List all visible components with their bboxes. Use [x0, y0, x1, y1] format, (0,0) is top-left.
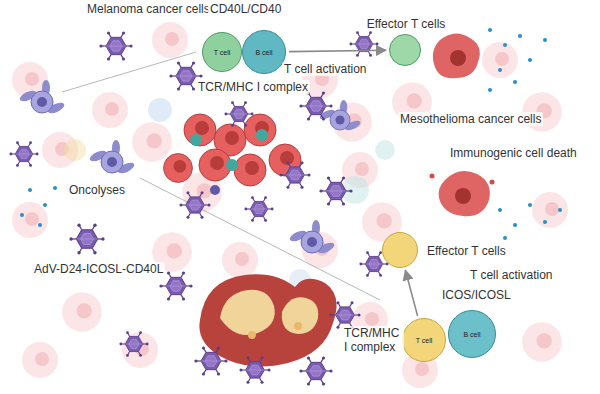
figure-label: TCR/MHC I complex: [196, 80, 310, 94]
figure-label: CD40L/CD40: [208, 2, 283, 16]
cell-name: T cell: [416, 337, 433, 344]
cell-name: T cell: [214, 49, 231, 56]
cell-heading: Effector T cells: [425, 244, 508, 258]
cell-name: B cell: [255, 49, 272, 56]
activation-arrow: [289, 50, 386, 51]
figure-label: T cell activation: [468, 268, 554, 282]
figure-label: Immunogenic cell death: [448, 146, 579, 160]
figure-label: Mesothelioma cancer cells: [398, 112, 543, 126]
figure-label: AdV-D24-ICOSL-CD40L: [32, 262, 165, 276]
cell-circle: Effector T cells: [382, 232, 418, 268]
figure-label: TCR/MHC I complex: [342, 326, 404, 355]
figure-label: T cell activation: [282, 62, 368, 76]
cell-heading: Effector T cells: [365, 17, 448, 31]
figure-label: Melanoma cancer cells: [85, 2, 212, 16]
cell-circle: Effector T cells: [389, 34, 421, 66]
figure-label: ICOS/ICOSL: [440, 288, 513, 302]
cell-circle: B cell: [242, 30, 286, 74]
figure-label: Oncolyses: [67, 183, 127, 197]
cell-circle: T cell: [402, 318, 446, 362]
cell-circle: B cell: [448, 310, 496, 358]
cell-circle: T cell: [202, 32, 242, 72]
activation-arrow: [405, 270, 417, 316]
cell-name: B cell: [463, 331, 480, 338]
